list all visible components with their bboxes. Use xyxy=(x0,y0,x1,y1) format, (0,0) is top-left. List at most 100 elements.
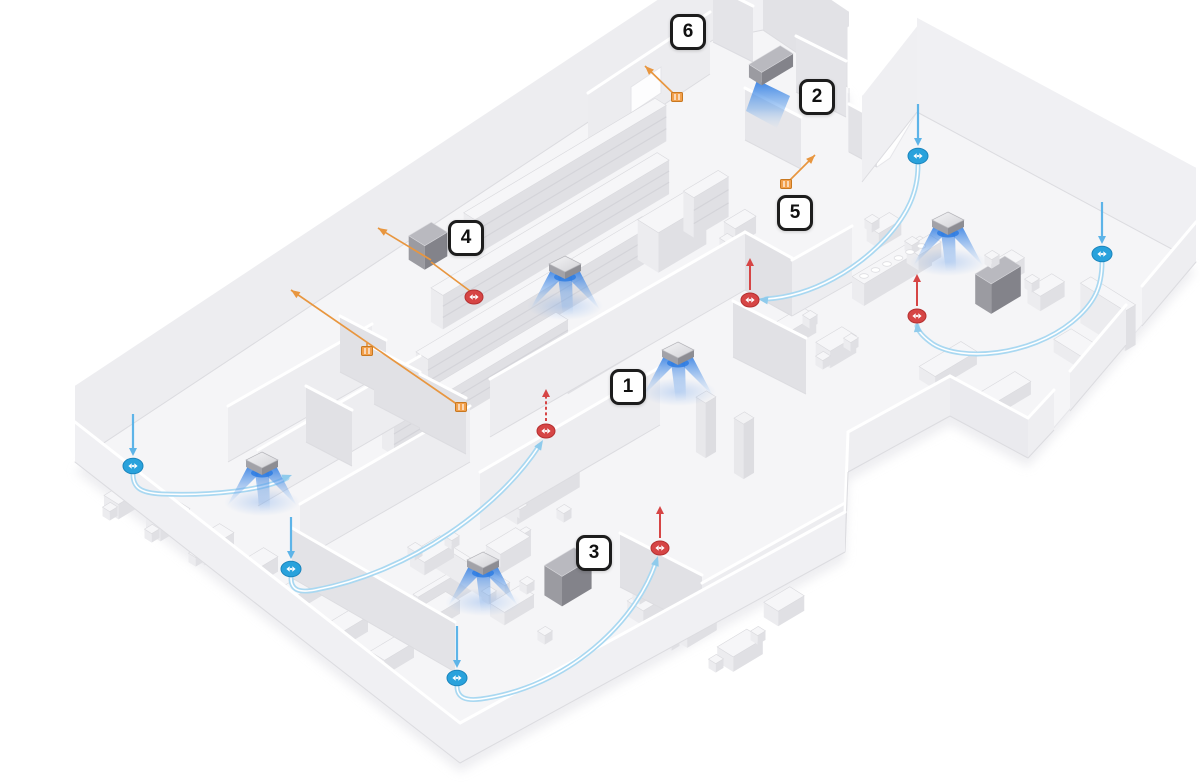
furniture-top xyxy=(485,527,531,555)
wall-top xyxy=(846,374,952,434)
wall-face xyxy=(792,226,852,316)
furniture-face xyxy=(991,254,1000,269)
extract-arrowhead xyxy=(913,274,921,282)
cassette-side xyxy=(246,460,262,475)
airflow-path-core xyxy=(916,261,1103,355)
furniture-face xyxy=(519,504,528,519)
supply-vent-icon xyxy=(446,669,468,687)
furniture-face xyxy=(517,467,580,525)
fan-icon-hub xyxy=(131,464,135,468)
supply-vent xyxy=(280,517,302,578)
air-cone-left xyxy=(643,354,675,396)
shelf-line xyxy=(693,202,729,225)
wall-top xyxy=(731,299,808,340)
exhaust-arrowhead xyxy=(645,66,654,75)
furniture-top xyxy=(1023,274,1041,284)
fan-icon xyxy=(913,153,923,159)
airflow-arrowhead xyxy=(913,322,922,333)
wall-base xyxy=(847,415,951,473)
furniture-face xyxy=(1027,288,1041,312)
fan-icon xyxy=(1097,251,1107,257)
wall-base xyxy=(1141,261,1197,327)
furniture-top xyxy=(101,502,119,512)
furniture-face xyxy=(444,536,452,550)
airflow-layer xyxy=(130,162,1105,703)
airflow-arrowhead xyxy=(281,474,292,483)
supply-vent xyxy=(1091,202,1113,263)
equipment-layer xyxy=(224,45,986,616)
window xyxy=(630,66,662,114)
fan-icon-hub xyxy=(455,676,459,680)
furniture-face xyxy=(991,266,1021,314)
furniture-top xyxy=(1079,276,1137,312)
furniture-face xyxy=(474,105,667,256)
furniture-face xyxy=(544,630,553,645)
cassette-side xyxy=(549,264,565,279)
supply-vent xyxy=(446,626,468,687)
furniture-face xyxy=(451,535,460,550)
wall-face xyxy=(292,528,455,672)
wall-face xyxy=(460,512,845,763)
furniture-face xyxy=(1031,278,1040,293)
fan-icon xyxy=(286,566,296,572)
exhaust-fan-icon xyxy=(361,346,373,356)
furniture-top xyxy=(1026,273,1066,297)
extract-vent xyxy=(740,258,760,308)
cassette-side xyxy=(948,220,964,235)
air-cone-right xyxy=(486,564,518,606)
wall-base xyxy=(744,139,802,170)
furniture-top xyxy=(814,351,832,361)
cassette-top xyxy=(466,551,500,569)
extract-vent-icon xyxy=(464,289,484,305)
furniture-face xyxy=(763,602,779,627)
air-cone-left xyxy=(227,464,259,506)
shelf-line xyxy=(693,189,729,211)
furniture-top xyxy=(815,326,857,352)
furniture-face xyxy=(743,417,755,480)
fan-icon-hub xyxy=(658,546,662,550)
air-cone-front xyxy=(941,232,956,272)
supply-arrowhead xyxy=(453,660,461,668)
wall-top xyxy=(488,230,747,381)
wall-base xyxy=(916,111,1197,263)
furniture-face xyxy=(1040,281,1065,312)
wall-top xyxy=(915,14,1198,168)
extract-vent xyxy=(650,506,670,556)
fan-icon xyxy=(128,463,138,469)
exhaust-fan-icon xyxy=(671,92,683,102)
airflow-arrowhead xyxy=(534,440,543,451)
furniture-face xyxy=(463,212,475,256)
furniture-top xyxy=(406,542,424,552)
air-curtain-flow xyxy=(746,80,790,128)
wall-base xyxy=(712,41,754,63)
furniture-top xyxy=(723,208,757,230)
supply-arrowhead xyxy=(1098,236,1106,244)
air-cone-left xyxy=(913,224,945,266)
cassette-side xyxy=(932,220,948,235)
wall-base xyxy=(419,429,467,455)
air-cone-right xyxy=(681,354,713,396)
exhaust-fan-body xyxy=(455,402,467,412)
exhaust-arrow-line xyxy=(430,261,475,295)
air-cone-left xyxy=(530,268,562,310)
plate xyxy=(882,261,892,267)
fan-icon-hub xyxy=(915,314,919,318)
furniture-top xyxy=(408,221,448,247)
air-cone-front xyxy=(255,472,270,512)
air-cone-right xyxy=(951,224,983,266)
wall-face xyxy=(848,376,950,472)
supply-vent-icon xyxy=(280,560,302,578)
furniture-face xyxy=(537,631,545,645)
furniture-face xyxy=(815,356,823,370)
furniture-face xyxy=(871,218,880,233)
extract-vent-icon xyxy=(650,540,670,556)
air-cone-front xyxy=(671,362,686,402)
furniture-face xyxy=(822,355,831,370)
wall-face xyxy=(300,406,470,560)
fan-icon-hub xyxy=(916,154,920,158)
cassette-side xyxy=(483,560,499,575)
wall-top xyxy=(1068,303,1128,373)
fan-icon-hub xyxy=(1100,252,1104,256)
exhaust-arrowhead xyxy=(806,155,815,164)
extract-vent-icon xyxy=(536,423,556,439)
